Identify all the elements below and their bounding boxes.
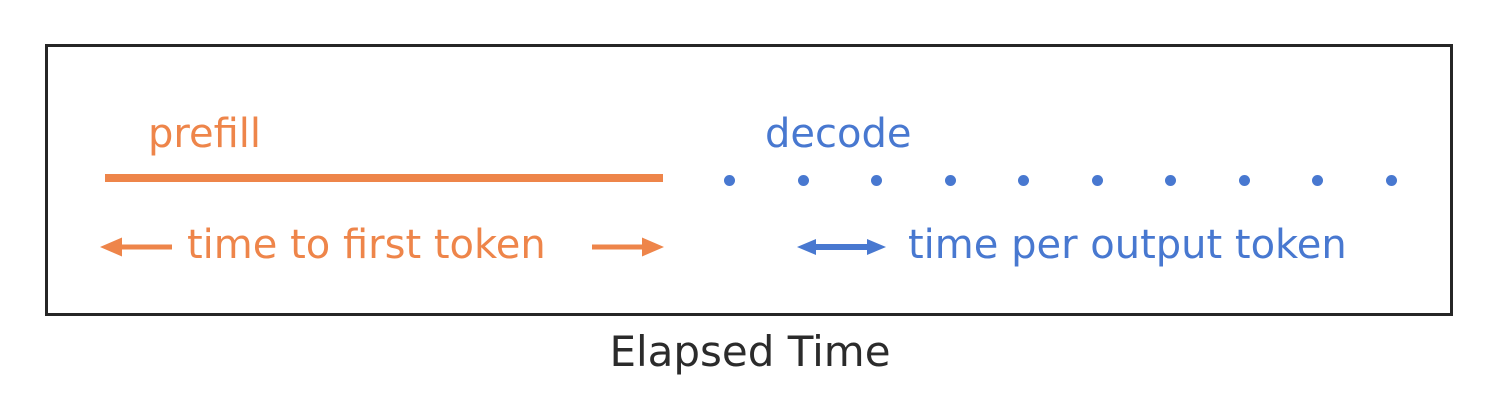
decode-dot [1018,175,1030,186]
decode-dot [1385,175,1397,186]
decode-dot [1312,175,1324,186]
decode-dot [1238,175,1250,186]
double-arrow-icon [797,235,886,259]
time-per-output-token-caption: time per output token [908,222,1347,268]
time-to-first-token-caption: time to first token [187,222,546,268]
decode-dot [1165,175,1177,186]
decode-dot [1091,175,1103,186]
prefill-duration-line [105,174,663,182]
right-arrow-icon [592,235,664,259]
prefill-label: prefill [148,111,261,157]
decode-dots [724,175,1397,186]
decode-dot [797,175,809,186]
elapsed-time-axis-label: Elapsed Time [609,327,891,376]
decode-dot [944,175,956,186]
decode-label: decode [765,111,912,157]
decode-dot [724,175,735,186]
left-arrow-icon [100,235,172,259]
decode-dot [871,175,883,186]
